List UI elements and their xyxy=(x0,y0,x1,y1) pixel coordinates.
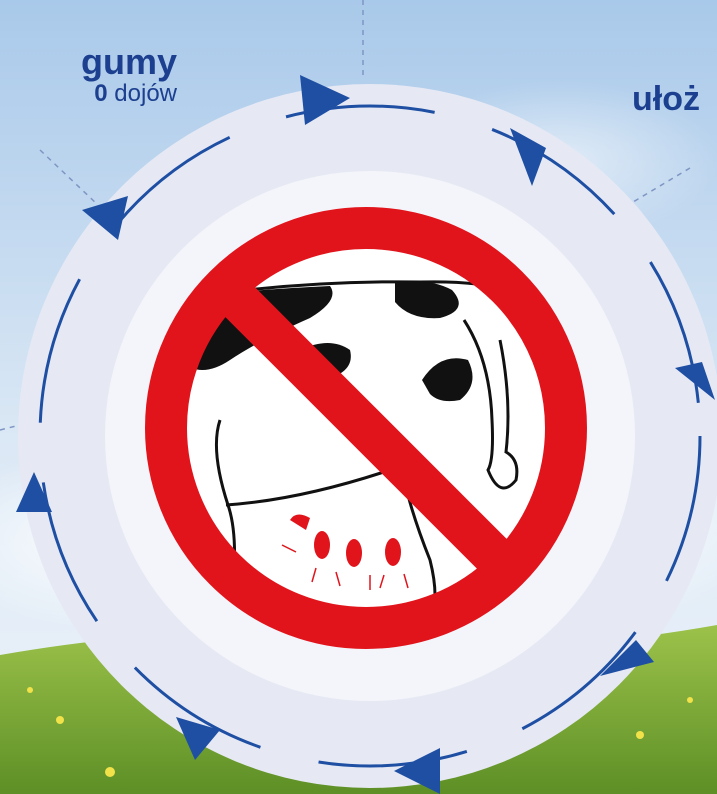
label-right-title: ułoż xyxy=(632,80,700,118)
label-left-title: gumy xyxy=(0,44,177,80)
label-left-subtitle: 0 dojów xyxy=(0,80,177,108)
label-left-unit: dojów xyxy=(108,80,177,107)
label-rubber-wear: gumy 0 dojów xyxy=(0,44,177,108)
label-placement: ułoż xyxy=(632,80,700,118)
label-left-count: 0 xyxy=(94,80,107,107)
